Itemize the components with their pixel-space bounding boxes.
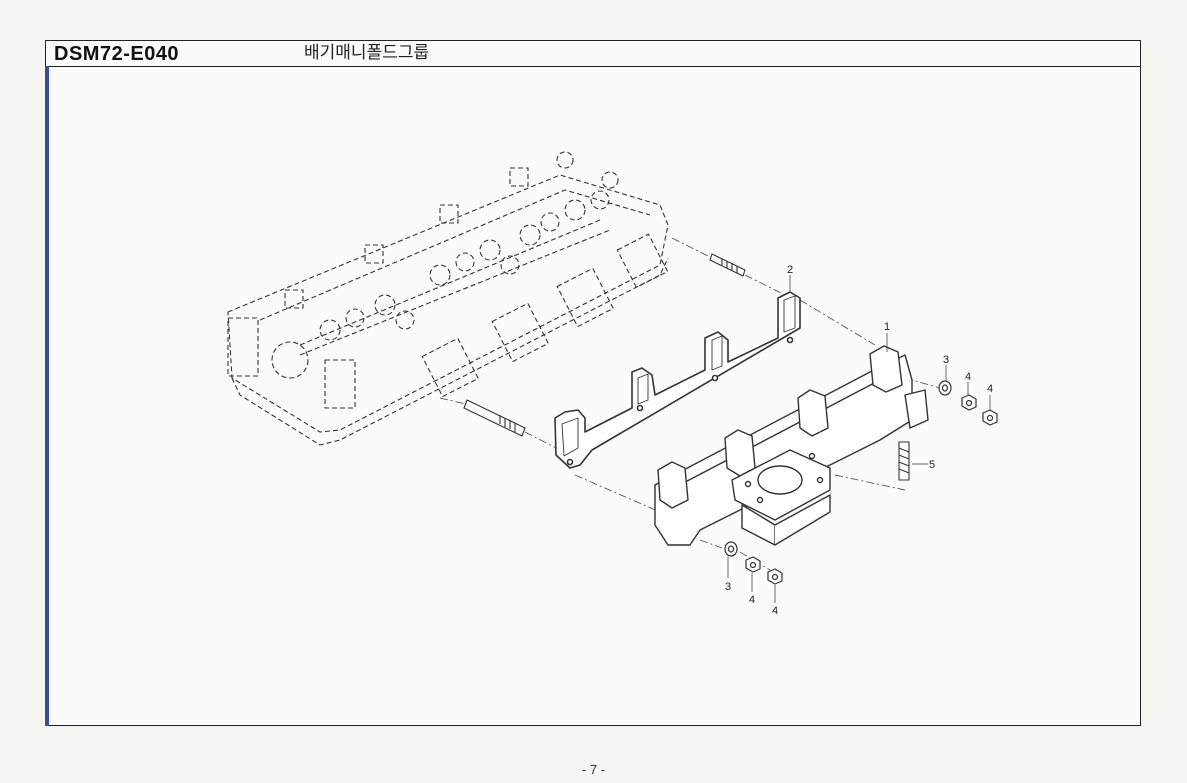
callout-3-upper: 3 bbox=[943, 354, 949, 366]
page-number: - 7 - bbox=[581, 762, 606, 777]
nut-upper-1 bbox=[961, 394, 977, 411]
callout-5: 5 bbox=[929, 459, 935, 471]
frame-margin-bar bbox=[45, 66, 49, 726]
nut-upper-2 bbox=[982, 409, 998, 426]
callout-1: 1 bbox=[884, 321, 890, 333]
header-bar: DSM72-E040 배기매니폴드그룹 bbox=[46, 41, 1140, 67]
stud-part-5 bbox=[898, 441, 910, 481]
cylinder-head bbox=[227, 151, 669, 446]
callout-4-lower-1: 4 bbox=[749, 594, 755, 606]
washer-lower bbox=[724, 541, 738, 557]
exhaust-manifold bbox=[654, 345, 929, 546]
callout-4-upper-1: 4 bbox=[965, 371, 971, 383]
callout-2: 2 bbox=[787, 264, 793, 276]
nut-lower-1 bbox=[745, 556, 761, 573]
nut-lower-2 bbox=[767, 568, 783, 585]
page-frame: DSM72-E040 배기매니폴드그룹 bbox=[45, 40, 1141, 726]
washer-upper bbox=[938, 380, 952, 396]
page-title: 배기매니폴드그룹 bbox=[304, 43, 430, 63]
callout-leaders bbox=[727, 275, 991, 603]
exhaust-gasket bbox=[554, 291, 801, 469]
stud-lower bbox=[463, 399, 526, 437]
callout-3-lower: 3 bbox=[725, 581, 731, 593]
callout-4-lower-2: 4 bbox=[772, 605, 778, 617]
stud-upper bbox=[709, 253, 746, 277]
document-code: DSM72-E040 bbox=[54, 43, 180, 65]
callout-4-upper-2: 4 bbox=[987, 383, 993, 395]
